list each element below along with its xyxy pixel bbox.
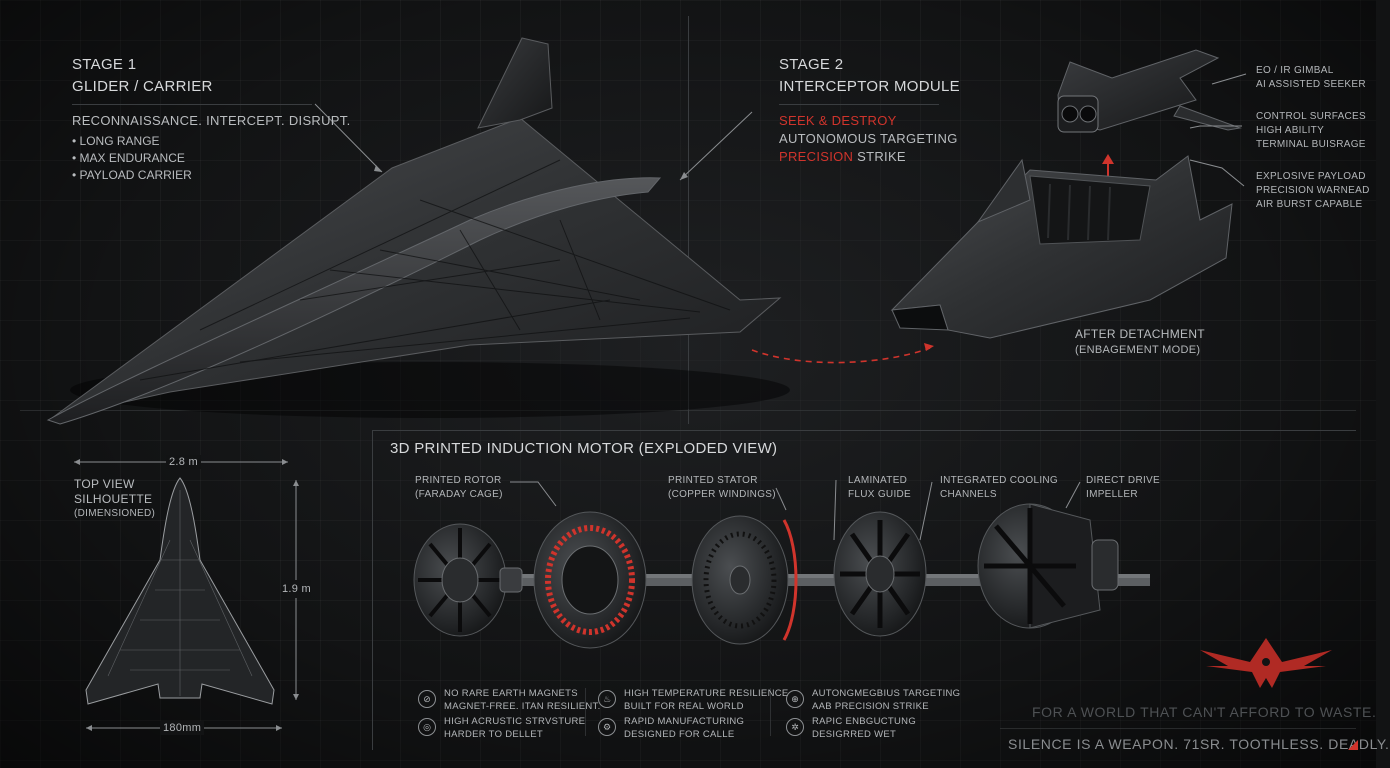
feature-6-line1: RAPIC ENBGUCTUNG xyxy=(812,716,917,727)
feature-1-line1: NO RARE EARTH MAGNETS xyxy=(444,688,578,699)
feature-6-line2: DESIGRRED WET xyxy=(812,729,897,740)
flux-guide-part xyxy=(691,515,798,645)
gear-icon: ⚙ xyxy=(598,718,616,736)
top-view-title-3: (DIMENSIONED) xyxy=(74,508,156,519)
stage1-title: STAGE 1 xyxy=(72,56,137,73)
feature-5-line2: DESIGNED FOR CALLE xyxy=(624,729,735,740)
motor-part-label-1b: (FARADAY CAGE) xyxy=(415,489,503,500)
rotor-part xyxy=(413,523,523,637)
after-detachment-mode: (ENBAGEMENT MODE) xyxy=(1075,344,1201,356)
no-icon: ⊘ xyxy=(418,690,436,708)
stage1-subtitle: GLIDER / CARRIER xyxy=(72,78,213,95)
callout-payload-3: AIR BURST CAPABLE xyxy=(1256,199,1363,210)
stage1-bullet: • LONG RANGE xyxy=(72,134,160,148)
drone-logo-icon xyxy=(1200,638,1332,688)
divider-vertical-top xyxy=(688,16,689,424)
feature-2-line1: HIGH TEMPERATURE RESILIENCE xyxy=(624,688,789,699)
stage2-line3-rest: STRIKE xyxy=(853,149,906,164)
motor-part-label-5b: IMPELLER xyxy=(1086,489,1138,500)
motor-part-label-1a: PRINTED ROTOR xyxy=(415,475,502,486)
feature-divider-1 xyxy=(585,688,586,736)
stator-part xyxy=(533,511,647,649)
motor-part-label-4a: INTEGRATED COOLING xyxy=(940,475,1059,486)
stage2-title: STAGE 2 xyxy=(779,56,844,73)
feature-3-line2: AAB PRECISION STRIKE xyxy=(812,701,929,712)
slogan-underline xyxy=(1000,728,1356,729)
feature-4-line1: HIGH ACRUSTIC STRVSTURE xyxy=(444,716,586,727)
bottom-dimension: 180mm xyxy=(160,721,205,735)
motor-part-label-5a: DIRECT DRIVE xyxy=(1086,475,1160,486)
stage1-bullet: • PAYLOAD CARRIER xyxy=(72,168,192,182)
callout-control-3: TERMINAL BUISRAGE xyxy=(1256,139,1366,150)
stage1-tagline: RECONNAISSANCE. INTERCEPT. DISRUPT. xyxy=(72,113,351,128)
motor-part-label-4b: CHANNELS xyxy=(940,489,997,500)
callout-control-2: HIGH ABILITY xyxy=(1256,125,1325,136)
impeller-part xyxy=(977,503,1119,629)
slogan-waste: FOR A WORLD THAT CAN'T AFFORD TO WASTE. xyxy=(1032,704,1377,720)
feature-1-line2: MAGNET-FREE. ITAN RESILIENT. xyxy=(444,701,601,712)
height-dimension: 1.9 m xyxy=(282,580,312,598)
after-detachment-title: AFTER DETACHMENT xyxy=(1075,327,1205,341)
thermo-icon: ♨ xyxy=(598,690,616,708)
stage2-divider xyxy=(779,104,939,105)
callout-seeker-2: AI ASSISTED SEEKER xyxy=(1256,79,1366,90)
stage2-line2: AUTONOMOUS TARGETING xyxy=(779,131,958,146)
feature-4-line2: HARDER TO DELLET xyxy=(444,729,543,740)
feature-3-line1: AUTONGMEGBIUS TARGETING xyxy=(812,688,961,699)
motor-part-label-3b: FLUX GUIDE xyxy=(848,489,912,500)
stage2-line1: SEEK & DESTROY xyxy=(779,113,897,128)
motor-title: 3D PRINTED INDUCTION MOTOR (EXPLODED VIE… xyxy=(390,440,778,457)
motor-panel-left xyxy=(372,430,373,750)
top-view-silhouette xyxy=(74,459,299,731)
feature-5-line1: RAPID MANUFACTURING xyxy=(624,716,745,727)
callout-seeker-1: EO / IR GIMBAL xyxy=(1256,65,1334,76)
motor-part-label-3a: LAMINATED xyxy=(848,475,908,486)
stage2-subtitle: INTERCEPTOR MODULE xyxy=(779,78,960,95)
callout-payload-2: PRECISION WARNEAD xyxy=(1256,185,1370,196)
top-view-title-1: TOP VIEW xyxy=(74,477,135,491)
motor-part-label-2a: PRINTED STATOR xyxy=(668,475,758,486)
top-view-title-2: SILHOUETTE xyxy=(74,492,153,506)
slogan-silence: SILENCE IS A WEAPON. 71SR. TOOTHLESS. DE… xyxy=(1008,736,1390,752)
motor-part-label-2b: (COPPER WINDINGS) xyxy=(668,489,776,500)
callout-control-1: CONTROL SURFACES xyxy=(1256,111,1366,122)
callout-payload-1: EXPLOSIVE PAYLOAD xyxy=(1256,171,1366,182)
stage1-divider xyxy=(72,104,312,105)
motor-panel-top xyxy=(372,430,1356,431)
stage2-line3-red: PRECISION xyxy=(779,149,854,164)
stage1-bullet: • MAX ENDURANCE xyxy=(72,151,185,165)
target-icon: ⊕ xyxy=(786,690,804,708)
gauge-icon: ✲ xyxy=(786,718,804,736)
feature-divider-2 xyxy=(770,688,771,736)
cooling-channels-part xyxy=(833,511,927,637)
sound-icon: ◎ xyxy=(418,718,436,736)
corner-triangle-icon xyxy=(1348,740,1358,750)
divider-horizontal xyxy=(20,410,1356,411)
width-dimension: 2.8 m xyxy=(166,455,202,469)
feature-2-line2: BUILT FOR REAL WORLD xyxy=(624,701,744,712)
stage1-bullets: • LONG RANGE • MAX ENDURANCE • PAYLOAD C… xyxy=(72,133,192,184)
stage2-line3: PRECISION STRIKE xyxy=(779,148,906,165)
